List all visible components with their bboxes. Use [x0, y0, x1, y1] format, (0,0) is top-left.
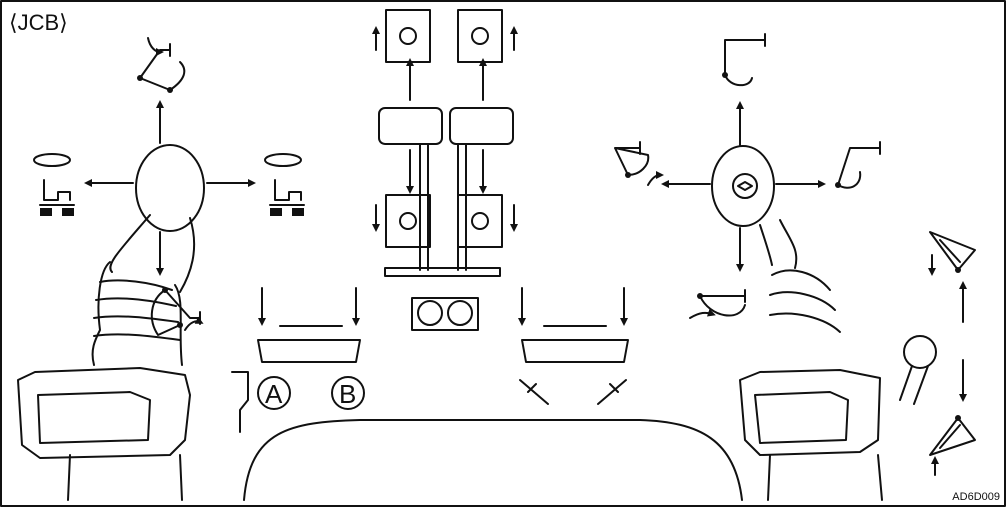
dozer-lever-stem — [899, 365, 929, 405]
track-forward-left-icon — [372, 9, 431, 63]
right-console — [739, 369, 881, 456]
boom-lower-icon — [150, 287, 204, 336]
left-console — [17, 367, 191, 459]
offset-right-icon — [597, 379, 627, 405]
travel-pedals — [372, 9, 518, 331]
left-travel-pedal — [378, 107, 443, 145]
dozer-raise-icon — [928, 231, 976, 276]
hammer-icon — [231, 371, 249, 433]
pedal-b-circle — [331, 376, 365, 410]
left-bellows-rings — [93, 279, 181, 341]
dipper-out-icon — [722, 33, 766, 87]
left-lever-knob — [135, 144, 205, 232]
horn-button — [732, 173, 758, 199]
pedal-base — [411, 297, 479, 331]
left-lever — [17, 37, 305, 501]
right-bellows-rings — [769, 269, 841, 333]
boom-raise-icon — [137, 37, 186, 93]
pedal-crossbar — [384, 267, 501, 277]
left-console-pad — [37, 391, 151, 444]
right-travel-pedal — [449, 107, 514, 145]
pedal-a-circle — [257, 376, 291, 410]
bucket-dump-icon — [835, 141, 881, 189]
dozer-lower-icon — [929, 415, 976, 476]
left-lever-bellows — [91, 261, 183, 366]
horn-icon — [737, 181, 753, 191]
bucket-crowd-icon — [614, 141, 664, 186]
right-lever-knob — [711, 145, 775, 227]
pedal-b-label: B — [339, 379, 356, 409]
aux-pedal-left-plate — [257, 339, 361, 363]
track-reverse-left-icon — [372, 194, 431, 248]
dozer-lever-knob — [903, 335, 937, 369]
right-console-legs — [767, 454, 883, 501]
left-lever-boot — [109, 214, 196, 293]
figure-code: AD6D009 — [952, 491, 1000, 503]
aux-pedal-right — [518, 287, 629, 405]
left-console-legs — [67, 454, 183, 501]
brand-label: ⟨JCB⟩ — [9, 10, 68, 35]
right-lever-boot — [759, 219, 798, 269]
right-console-pad — [754, 391, 849, 444]
pedal-a-label: A — [265, 379, 283, 409]
aux-pedal-right-plate — [521, 339, 629, 363]
slew-left-icon — [33, 153, 75, 216]
offset-left-icon — [519, 379, 549, 405]
track-reverse-right-icon — [457, 194, 518, 248]
cab-floor-arch — [243, 419, 743, 501]
dipper-in-icon — [689, 289, 746, 319]
slew-right-icon — [264, 153, 305, 216]
aux-pedal-left: A B — [231, 287, 365, 433]
pedal-rods — [419, 143, 467, 271]
track-forward-right-icon — [457, 9, 518, 63]
right-lever — [614, 33, 976, 501]
